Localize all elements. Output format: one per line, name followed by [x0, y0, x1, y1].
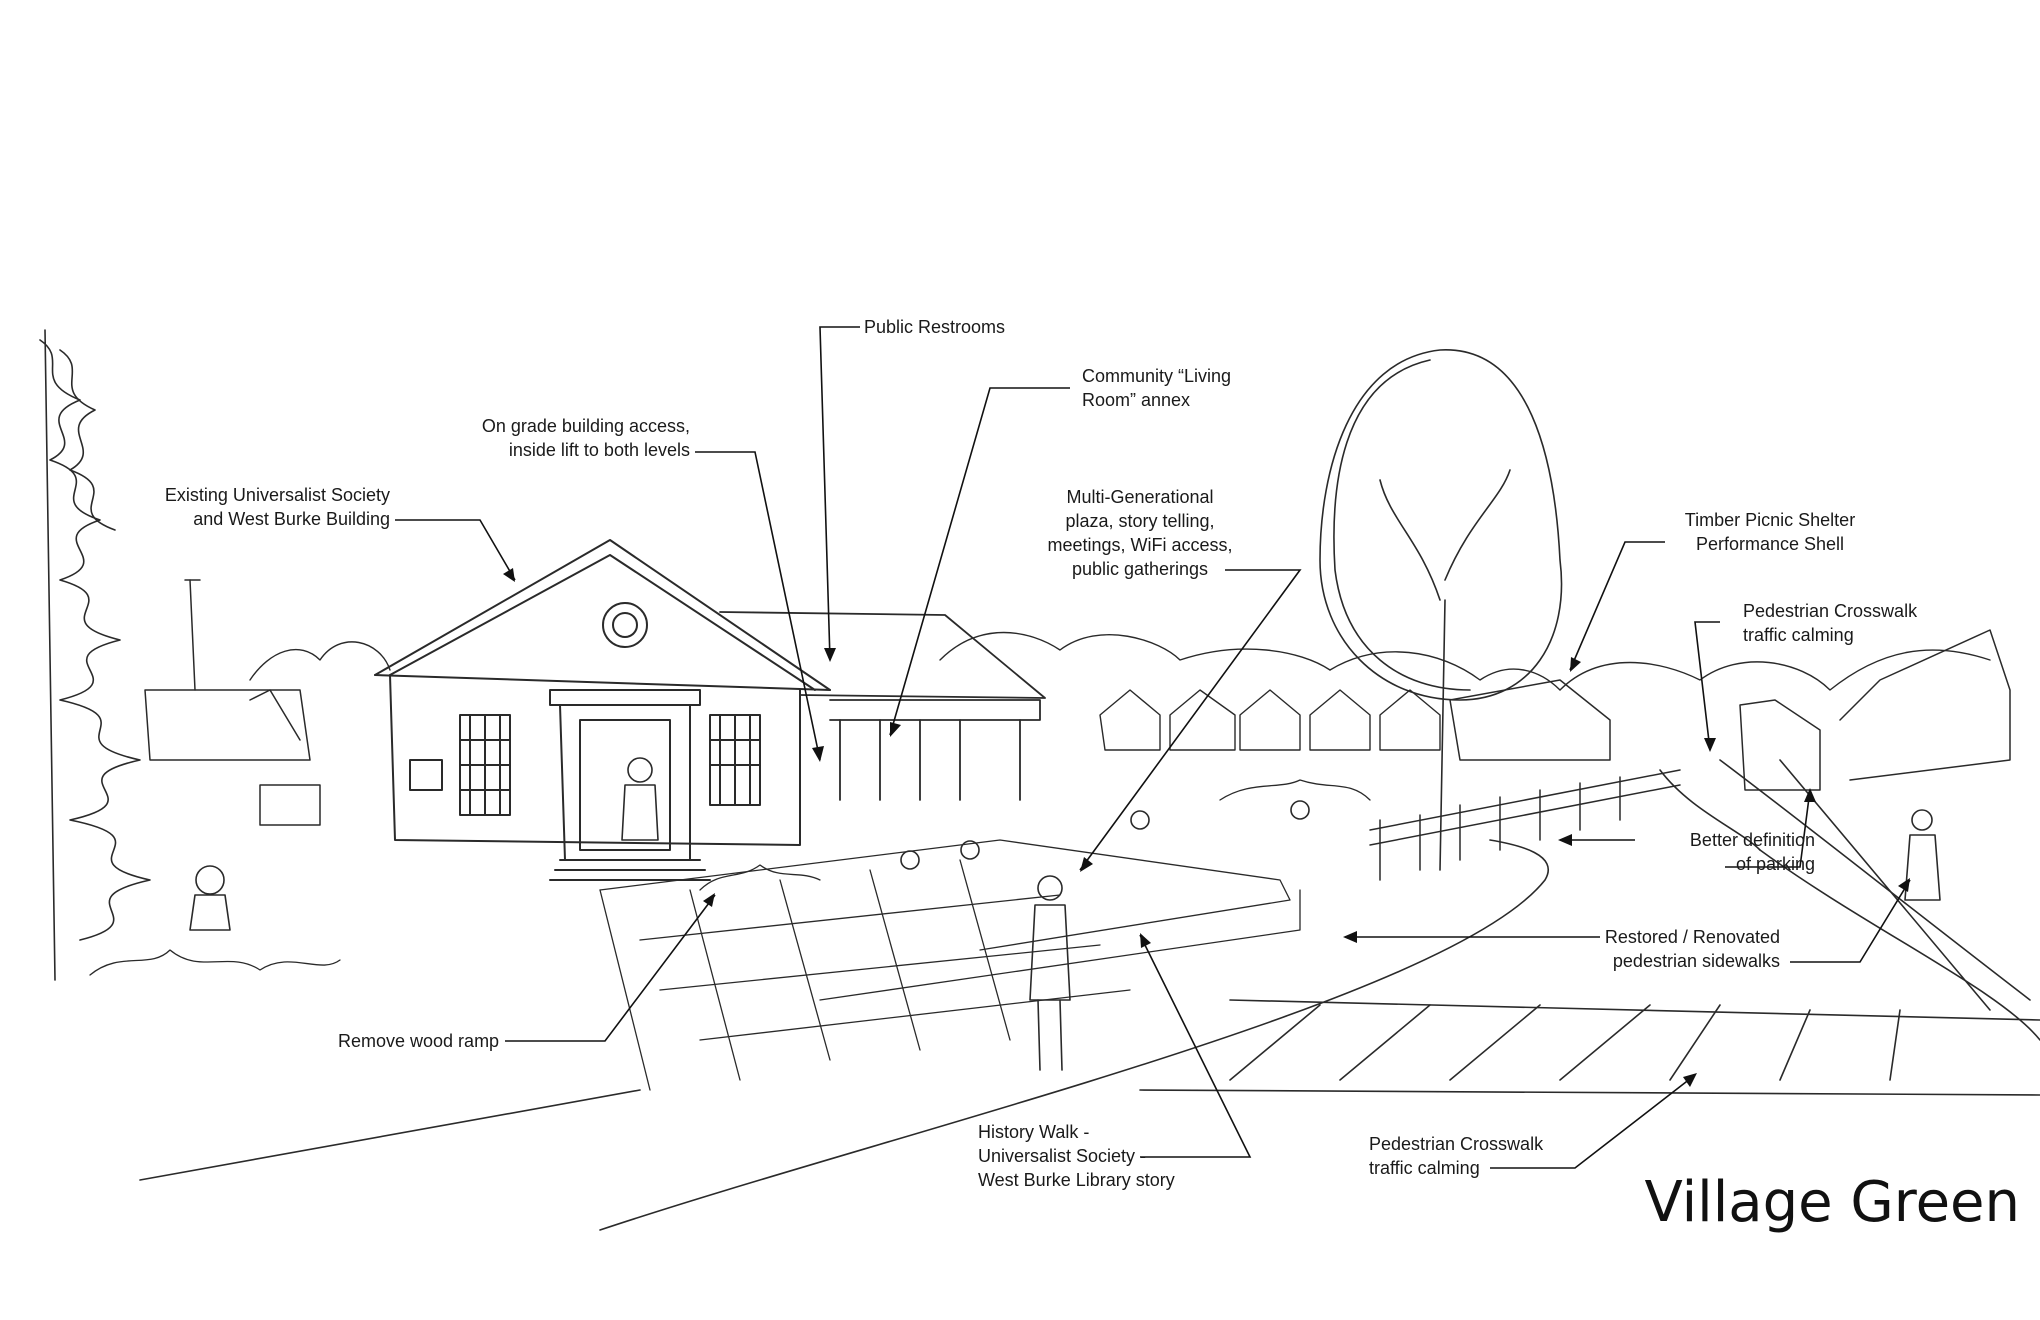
people [189, 757, 1941, 1071]
fence [1369, 769, 1681, 881]
timber-shelter [1449, 629, 2011, 791]
label-crosswalk-bottom: Pedestrian Crosswalk traffic calming [1369, 1134, 1544, 1178]
left-house [144, 579, 321, 826]
annex-building [719, 611, 1046, 801]
plaza-grid [599, 839, 1301, 1091]
road-and-sidewalks [139, 759, 2040, 1231]
distant-houses [1099, 689, 1441, 751]
leader-arrowheads [503, 568, 1910, 1087]
label-sidewalks: Restored / Renovated pedestrian sidewalk… [1604, 927, 1780, 971]
label-public-restrooms: Public Restrooms [864, 317, 1006, 337]
label-history-walk: History Walk - Universalist Society - We… [978, 1122, 1175, 1190]
large-tree [1319, 349, 1563, 871]
leader-lines [395, 326, 1911, 1169]
label-living-room-annex: Community “Living Room” annex [1082, 366, 1232, 410]
label-parking: Better definition of parking [1689, 830, 1815, 874]
evergreen-tree [39, 329, 151, 981]
label-wood-ramp: Remove wood ramp [338, 1031, 500, 1051]
label-existing-building: Existing Universalist Society and West B… [164, 485, 390, 529]
main-building [374, 539, 831, 881]
shrubs [89, 779, 1371, 976]
page-title: Village Green [1644, 1170, 2020, 1235]
label-multi-gen-plaza: Multi-Generational plaza, story telling,… [1047, 487, 1233, 579]
label-timber-shelter: Timber Picnic Shelter Performance Shell [1684, 510, 1856, 554]
label-crosswalk-top: Pedestrian Crosswalk traffic calming [1743, 601, 1918, 645]
label-on-grade-access: On grade building access, inside lift to… [481, 416, 690, 460]
background-treeline [249, 631, 1991, 691]
